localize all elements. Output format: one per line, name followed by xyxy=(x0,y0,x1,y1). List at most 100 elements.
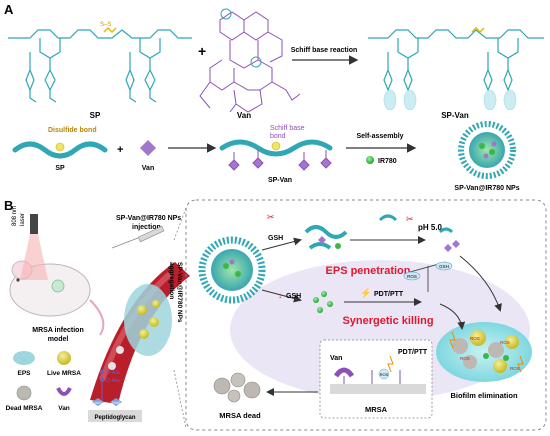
biofilm-illustration xyxy=(436,322,532,382)
inset-box xyxy=(319,339,433,419)
laser-label-2: laser xyxy=(20,213,26,226)
gsh-arrow-top xyxy=(261,237,302,251)
ir780-icon xyxy=(366,156,374,164)
ss-text: S–S xyxy=(100,22,111,28)
ros-gsh-scale xyxy=(403,261,453,292)
ros-tag-4: ROS xyxy=(510,366,520,371)
lightning-icon: ⚡ xyxy=(360,287,371,299)
nanoparticle-icon xyxy=(458,121,516,179)
pdt-ptt-label: PDT/PTT xyxy=(374,291,404,298)
legend-eps: EPS xyxy=(17,370,31,377)
inset-van-label: Van xyxy=(330,355,342,362)
injection-label-1: SP-Van@IR780 NPs xyxy=(116,215,181,222)
live-mrsa-swatch xyxy=(57,351,71,365)
van-label: Van xyxy=(237,111,251,120)
sp-label: SP xyxy=(90,111,101,120)
legend-peptidoglycan: Peptidoglycan xyxy=(94,415,135,421)
scissor-icon: ✂ xyxy=(267,212,275,222)
inset-illustration xyxy=(330,355,426,394)
nag-shape xyxy=(92,398,104,406)
bottom-sp-van-label: SP-Van xyxy=(268,177,292,184)
scale-gsh-label: GSH xyxy=(439,264,449,269)
aggregation-label-2: aggregation xyxy=(168,262,175,299)
scale-ros-label: ROS xyxy=(407,274,417,279)
box-nanoparticle xyxy=(198,236,266,304)
legend-d-ala-1: D-Ala xyxy=(106,370,121,376)
panel-a-letter: A xyxy=(4,2,14,17)
panel-b-letter: B xyxy=(4,198,13,213)
model-label-1: MRSA infection xyxy=(32,327,83,334)
sp-chain-icon xyxy=(12,141,108,159)
inset-mrsa-label: MRSA xyxy=(365,405,388,414)
sp-structure xyxy=(8,29,192,103)
laser-illustration xyxy=(20,214,48,280)
disulfide-dot xyxy=(55,142,65,152)
synergetic-killing-label: Synergetic killing xyxy=(342,315,433,327)
van-swatch xyxy=(56,387,72,396)
scissor-icon-2: ✂ xyxy=(406,214,414,224)
ir780-label: IR780 xyxy=(378,158,397,165)
legend-nag: NAG xyxy=(94,401,102,405)
sp-van-disulfide-dot xyxy=(271,141,281,151)
eps-swatch xyxy=(13,351,35,365)
schiff-reaction-label: Schiff base reaction xyxy=(291,47,358,54)
biofilm-elimination-label: Biofilm elimination xyxy=(450,391,518,400)
peptidoglycan-box xyxy=(88,410,142,422)
released-van xyxy=(438,227,460,252)
legend-d-ala-2: D-Ala xyxy=(106,378,121,384)
curved-arrow-right xyxy=(459,255,502,312)
disulfide-label: Disulfide bond xyxy=(48,127,97,134)
legend: EPS Live MRSA Dead MRSA Van Peptidoglyca… xyxy=(6,351,142,422)
inset-ros-label: ROS xyxy=(380,372,389,377)
to-biofilm-arrow xyxy=(439,303,466,330)
aggregation-label-1: SP-Van@IR780 NPs xyxy=(176,262,183,323)
plus-sign-bottom: + xyxy=(117,144,123,156)
eps-penetration-label: EPS penetration xyxy=(326,265,411,277)
zoom-line-bottom xyxy=(173,369,187,429)
ros-tag-2: ROS xyxy=(500,340,510,345)
gsh-arrow-bottom xyxy=(261,289,302,303)
schiff-bond-label-1: Schiff base xyxy=(270,125,305,132)
gsh-down-label: GSH xyxy=(286,293,301,300)
intact-nps xyxy=(313,291,333,313)
disulfide-mark-2 xyxy=(471,26,485,34)
bottom-sp-label: SP xyxy=(55,165,65,172)
ph-label: pH 5.0 xyxy=(418,223,443,232)
sp-van-pendants xyxy=(228,150,332,171)
model-label-2: model xyxy=(48,336,69,343)
np-label: SP-Van@IR780 NPs xyxy=(454,185,519,192)
gsh-top-label: GSH xyxy=(268,235,283,242)
legend-live-mrsa: Live MRSA xyxy=(47,370,81,377)
legend-van: Van xyxy=(58,405,70,412)
ros-tag-3: ROS xyxy=(460,356,470,361)
self-assembly-label: Self-assembly xyxy=(356,133,403,140)
sp-van-highlights xyxy=(383,89,517,111)
sp-van-label: SP-Van xyxy=(441,111,469,120)
disulfide-mark xyxy=(103,26,117,34)
injection-label-2: injection xyxy=(132,224,161,231)
syringe-icon xyxy=(111,225,165,249)
legend-nam: NAM xyxy=(112,401,120,405)
down-arrow-icon: ↓ xyxy=(278,291,282,300)
ph-chain-icon xyxy=(378,214,398,222)
sp-van-chain-icon xyxy=(219,139,333,157)
cleaved-chains xyxy=(304,225,348,250)
legend-dead-mrsa: Dead MRSA xyxy=(6,405,43,412)
ros-tag-1: ROS xyxy=(470,336,480,341)
zoom-line-top xyxy=(173,207,187,241)
van-diamond-icon xyxy=(140,140,156,156)
schiff-bond-label-2: bond xyxy=(270,133,286,140)
bottom-van-label: Van xyxy=(142,165,154,172)
plus-sign-top: + xyxy=(198,43,206,59)
dead-mrsa-swatch xyxy=(16,385,32,401)
laser-label-1: 808 nm xyxy=(12,206,18,226)
dead-mrsa-cluster xyxy=(213,372,261,403)
mrsa-dead-label: MRSA dead xyxy=(219,411,261,420)
inset-pdt-label: PDT/PTT xyxy=(398,349,428,356)
mechanism-box xyxy=(185,199,547,431)
nam-shape xyxy=(110,398,122,406)
van-structure xyxy=(199,8,301,113)
sp-van-structure xyxy=(368,29,544,92)
blood-vessel xyxy=(90,262,190,404)
